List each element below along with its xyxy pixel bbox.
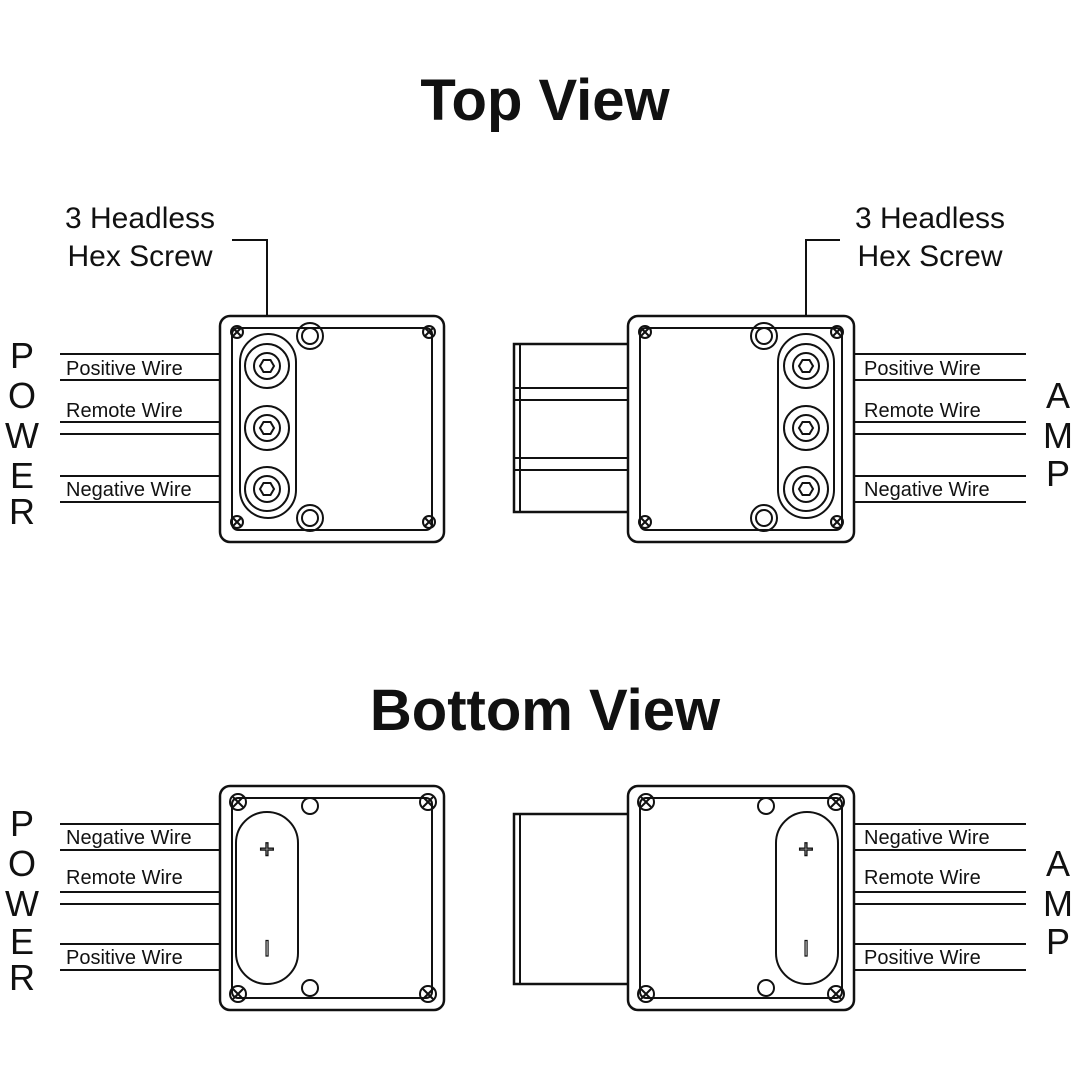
side-letter: W	[5, 883, 39, 924]
power-side-label: P O W E R	[5, 335, 39, 532]
wire-label: Remote Wire	[66, 867, 183, 889]
side-letter: M	[1043, 415, 1073, 456]
side-letter: A	[1046, 843, 1070, 884]
phillips-screw-icon	[637, 793, 655, 811]
phillips-screw-icon	[827, 985, 845, 1003]
connector-plug	[512, 342, 636, 514]
hex-screw-icon	[244, 343, 290, 389]
wire-label: Remote Wire	[864, 400, 981, 422]
block-inner	[639, 327, 843, 531]
amp-distribution-block-bottom: + I	[512, 784, 856, 1012]
wire-label: Positive Wire	[864, 947, 981, 969]
wire-label: Positive Wire	[66, 947, 183, 969]
mounting-hole-icon	[301, 797, 319, 815]
phillips-screw-icon	[638, 515, 652, 529]
side-letter: R	[9, 957, 35, 998]
wire-label: Remote Wire	[66, 400, 183, 422]
power-distribution-block-bottom: + I	[218, 784, 446, 1012]
terminal-slot	[239, 333, 297, 519]
block-outer	[218, 314, 446, 544]
top-view-title: Top View	[420, 68, 670, 133]
phillips-screw-icon	[229, 793, 247, 811]
callout-line-2: Hex Screw	[67, 240, 212, 273]
mounting-hole-icon	[757, 797, 775, 815]
side-letter: P	[10, 803, 34, 844]
mounting-hole-icon	[301, 979, 319, 997]
side-letter: P	[1046, 921, 1070, 962]
phillips-screw-icon	[830, 325, 844, 339]
phillips-screw-icon	[419, 793, 437, 811]
hex-screw-icon	[244, 405, 290, 451]
power-side-label: P O W E R	[5, 803, 39, 998]
bottom-cover-slot	[235, 811, 299, 985]
right-hex-screw-callout: 3 Headless Hex Screw	[803, 202, 1005, 367]
left-wire-group: Negative Wire Remote Wire Positive Wire	[60, 823, 220, 971]
side-letter: O	[8, 375, 36, 416]
wire-label: Negative Wire	[864, 479, 990, 501]
phillips-screw-icon	[830, 515, 844, 529]
minus-icon: I	[264, 936, 270, 961]
wire-label: Positive Wire	[66, 358, 183, 380]
callout-line-1: 3 Headless	[65, 202, 215, 235]
bottom-cover-slot	[775, 811, 839, 985]
side-letter: W	[5, 415, 39, 456]
phillips-screw-icon	[419, 985, 437, 1003]
mounting-hole-icon	[296, 322, 324, 350]
side-letter: E	[10, 921, 34, 962]
minus-icon: I	[803, 936, 809, 961]
side-letter: P	[1046, 453, 1070, 494]
hex-screw-icon	[783, 466, 829, 512]
connector-plug	[512, 812, 636, 986]
callout-line-1: 3 Headless	[855, 202, 1005, 235]
left-hex-screw-callout: 3 Headless Hex Screw	[65, 202, 270, 367]
plus-icon: +	[259, 834, 274, 864]
side-letter: A	[1046, 375, 1070, 416]
phillips-screw-icon	[230, 515, 244, 529]
phillips-screw-icon	[827, 793, 845, 811]
wire-label: Negative Wire	[66, 479, 192, 501]
left-wire-group: Positive Wire Remote Wire Negative Wire	[60, 353, 220, 503]
right-wire-group: Negative Wire Remote Wire Positive Wire	[854, 823, 1026, 971]
mounting-hole-icon	[750, 322, 778, 350]
block-inner	[231, 327, 433, 531]
amp-distribution-block-top	[512, 314, 856, 544]
mounting-hole-icon	[757, 979, 775, 997]
wire-label: Remote Wire	[864, 867, 981, 889]
plus-icon: +	[798, 834, 813, 864]
wire-label: Negative Wire	[66, 827, 192, 849]
block-inner	[639, 797, 843, 999]
amp-side-label: A M P	[1043, 375, 1073, 494]
side-letter: E	[10, 455, 34, 496]
power-distribution-block-top	[218, 314, 446, 544]
hex-screw-icon	[783, 343, 829, 389]
bottom-view-title: Bottom View	[370, 678, 721, 743]
hex-screw-icon	[244, 466, 290, 512]
phillips-screw-icon	[229, 985, 247, 1003]
amp-side-label: A M P	[1043, 843, 1073, 962]
mounting-hole-icon	[750, 504, 778, 532]
hex-screw-icon	[783, 405, 829, 451]
side-letter: M	[1043, 883, 1073, 924]
block-outer	[626, 784, 856, 1012]
block-outer	[626, 314, 856, 544]
terminal-slot	[777, 333, 835, 519]
phillips-screw-icon	[422, 515, 436, 529]
phillips-screw-icon	[422, 325, 436, 339]
block-inner	[231, 797, 433, 999]
phillips-screw-icon	[638, 325, 652, 339]
callout-line-2: Hex Screw	[857, 240, 1002, 273]
phillips-screw-icon	[230, 325, 244, 339]
side-letter: R	[9, 491, 35, 532]
phillips-screw-icon	[637, 985, 655, 1003]
right-wire-group: Positive Wire Remote Wire Negative Wire	[854, 353, 1026, 503]
block-outer	[218, 784, 446, 1012]
wire-label: Negative Wire	[864, 827, 990, 849]
side-letter: O	[8, 843, 36, 884]
side-letter: P	[10, 335, 34, 376]
mounting-hole-icon	[296, 504, 324, 532]
wire-label: Positive Wire	[864, 358, 981, 380]
